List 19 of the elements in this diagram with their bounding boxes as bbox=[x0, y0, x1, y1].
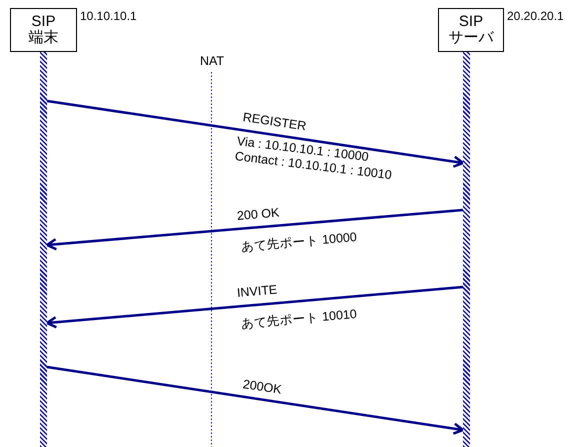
port-note: あて先ポート 10010 bbox=[240, 306, 358, 333]
edge-label: 200OK bbox=[242, 377, 283, 397]
lifeline-bar bbox=[40, 52, 47, 447]
ip-address: 20.20.20.1 bbox=[507, 9, 564, 23]
message-arrow bbox=[46, 208, 464, 250]
edge-label: INVITE bbox=[236, 282, 278, 300]
message-arrow bbox=[46, 286, 464, 328]
actor-name: SIP 端末 bbox=[28, 14, 58, 46]
ip-address: 10.10.10.1 bbox=[80, 9, 137, 23]
actor-name: SIP サーバ bbox=[448, 14, 494, 46]
port-note: あて先ポート 10000 bbox=[240, 228, 358, 256]
edge-label: 200 OK bbox=[236, 205, 280, 223]
message-arrow bbox=[46, 366, 464, 435]
message-arrow bbox=[46, 100, 464, 168]
participant-label: NAT bbox=[200, 54, 224, 68]
actor-box bbox=[438, 8, 504, 52]
edge-label: REGISTER bbox=[242, 110, 308, 134]
actor-box bbox=[10, 8, 77, 52]
lifeline-bar bbox=[463, 52, 470, 447]
